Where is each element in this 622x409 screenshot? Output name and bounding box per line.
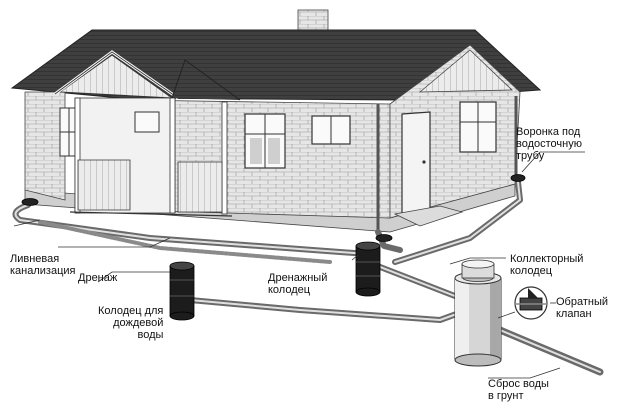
leader-lines <box>13 151 585 379</box>
drainage-pipe <box>38 220 332 264</box>
left-wall <box>24 91 79 201</box>
label-drainage-line-1: Дренаж <box>78 272 118 284</box>
label-funnel-line-1: Воронка под <box>516 126 581 138</box>
label-drain-well-line-2: колодец <box>268 284 311 296</box>
label-storm-sewer-line-2: канализация <box>10 265 76 277</box>
label-storm-sewer-line-1: Ливневая <box>10 253 60 265</box>
label-funnel: Воронка под водосточную трубу <box>516 126 582 162</box>
label-funnel-line-3: трубу <box>516 150 545 162</box>
drain-well <box>355 241 381 297</box>
label-check-valve-line-1: Обратный <box>556 296 609 308</box>
label-discharge-line-1: Сброс воды <box>488 378 549 390</box>
label-drain-well: Дренажный колодец <box>268 272 327 296</box>
label-collector-well: Коллекторный колодец <box>510 253 583 277</box>
funnels <box>21 174 526 242</box>
funnel-left <box>21 198 39 206</box>
label-discharge: Сброс воды в грунт <box>488 378 549 402</box>
label-rain-well-line-3: воды <box>137 329 164 341</box>
funnel-right <box>510 174 526 182</box>
collector-well <box>454 259 502 367</box>
label-drainage: Дренаж <box>78 272 117 284</box>
label-check-valve-line-2: клапан <box>556 308 592 320</box>
label-discharge-line-2: в грунт <box>488 390 524 402</box>
label-rain-well: Колодец для дождевой воды <box>98 305 163 341</box>
label-rain-well-line-2: дождевой <box>113 317 164 329</box>
funnel-front <box>375 234 393 242</box>
check-valve-detail <box>497 286 548 320</box>
label-rain-well-line-1: Колодец для <box>98 305 164 317</box>
right-wall <box>389 44 521 227</box>
pipes <box>12 179 604 376</box>
label-collector-well-line-1: Коллекторный <box>510 253 584 265</box>
rain-water-well <box>169 261 195 321</box>
label-storm-sewer: Ливневая канализация <box>10 253 76 277</box>
label-check-valve: Обратный клапан <box>556 296 608 320</box>
label-drain-well-line-1: Дренажный <box>268 272 328 284</box>
porch <box>54 50 241 217</box>
label-collector-well-line-2: колодец <box>510 265 553 277</box>
label-funnel-line-2: водосточную <box>516 138 582 150</box>
